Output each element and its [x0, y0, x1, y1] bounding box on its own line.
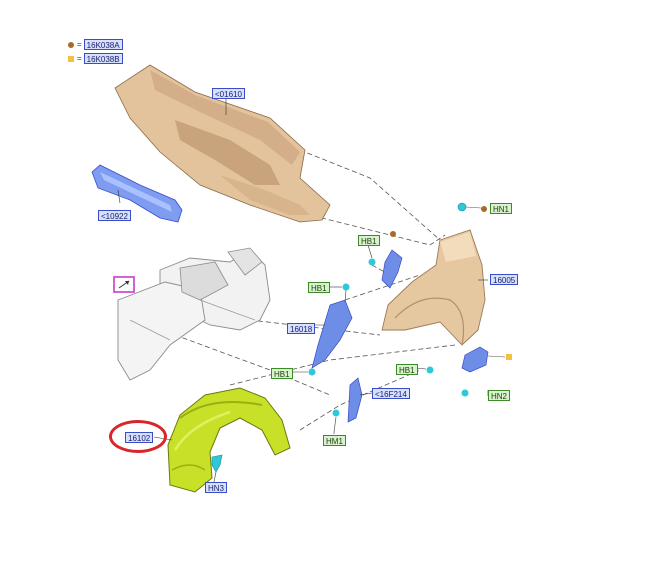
yellow-square-icon [68, 55, 74, 62]
fender-part [381, 229, 486, 346]
legend-row-b: = 16K038B [68, 53, 123, 64]
wheelarch-liner-part [167, 387, 291, 493]
callout-hb1-top[interactable]: HB1 [358, 235, 380, 246]
bracket-16018-part [308, 283, 353, 376]
callout-hn2[interactable]: HN2 [488, 390, 511, 401]
upper-bracket-part [368, 231, 403, 289]
callout-hb1-low[interactable]: HB1 [271, 368, 293, 379]
front-structure-part [117, 247, 271, 381]
callout-hn3[interactable]: HN3 [205, 482, 228, 493]
brown-dot-icon [68, 41, 74, 48]
legend-row-a: = 16K038A [68, 39, 123, 50]
callout-hn1[interactable]: HN1 [490, 203, 513, 214]
hn1-clip-part [457, 202, 487, 212]
callout-16018[interactable]: 16018 [287, 323, 316, 334]
rear-bracket-part [426, 346, 512, 397]
callout-01610[interactable]: <01610 [212, 88, 245, 99]
callout-hb1-mid[interactable]: HB1 [308, 282, 330, 293]
callout-10922[interactable]: <10922 [98, 210, 131, 221]
dash-panel-part [114, 64, 331, 223]
legend-code[interactable]: 16K038B [83, 53, 123, 64]
callout-16005[interactable]: 16005 [490, 274, 519, 285]
hn3-clip-part [211, 454, 223, 473]
callout-hm1[interactable]: HM1 [323, 435, 346, 446]
callout-16f214[interactable]: <16F214 [372, 388, 410, 399]
callout-hb1-right[interactable]: HB1 [396, 364, 418, 375]
highlight-ellipse [109, 420, 167, 453]
bracket-16f214-part [332, 377, 363, 433]
external-reference-icon [113, 276, 135, 293]
legend-equals: = [77, 40, 82, 49]
cross-member-part [91, 164, 183, 223]
legend-code[interactable]: 16K038A [83, 39, 123, 50]
legend-equals: = [77, 54, 82, 63]
